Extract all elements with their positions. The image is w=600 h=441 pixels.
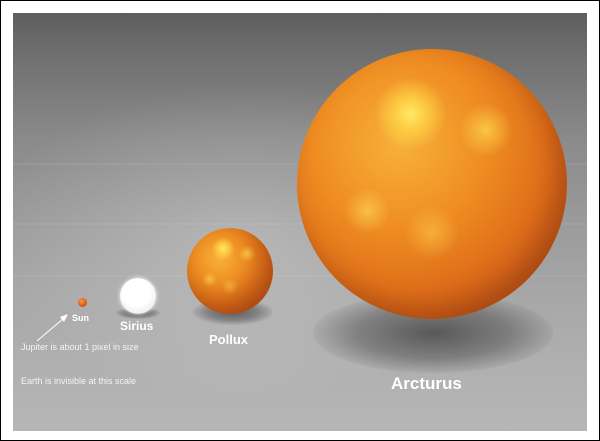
pollux-label: Pollux	[209, 332, 248, 347]
arcturus-star	[297, 49, 567, 319]
star-size-comparison-scene: Sun Sirius Pollux Arcturus Jupiter is ab…	[13, 13, 587, 431]
sun-star	[78, 298, 87, 307]
sirius-label: Sirius	[120, 319, 153, 333]
sirius-star	[120, 278, 156, 314]
sun-label: Sun	[72, 313, 89, 323]
arcturus-label: Arcturus	[391, 374, 462, 394]
jupiter-note: Jupiter is about 1 pixel in size	[21, 342, 139, 352]
pollux-star	[187, 228, 273, 314]
earth-note: Earth is invisible at this scale	[21, 376, 136, 386]
